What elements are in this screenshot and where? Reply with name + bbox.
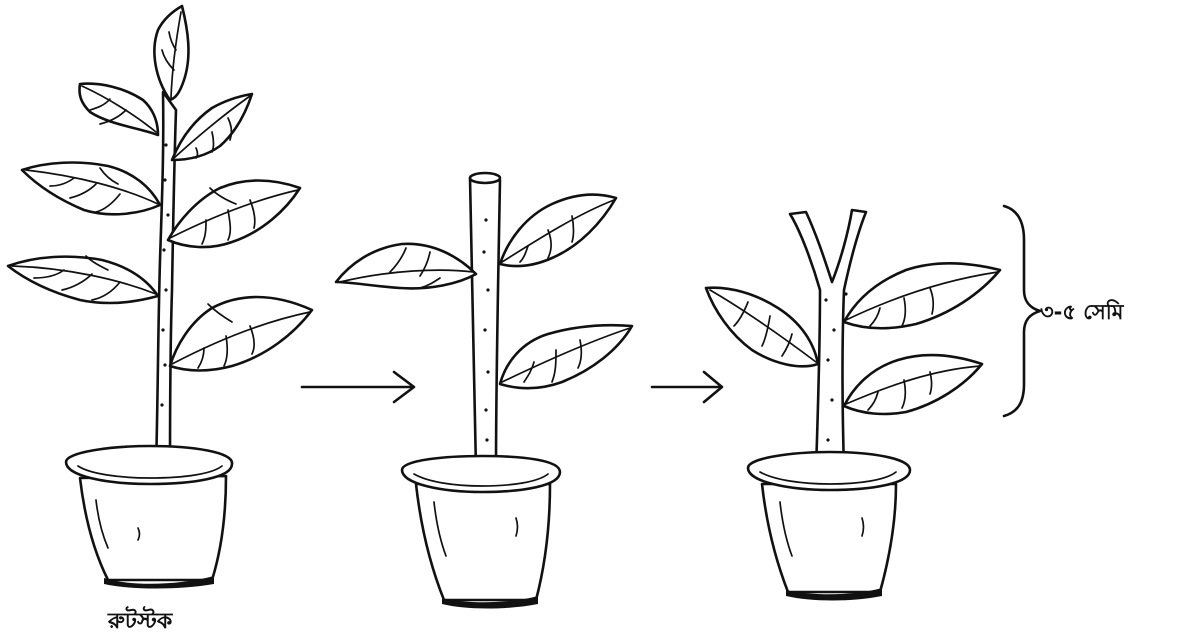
beheaded-rootstock (336, 173, 632, 609)
leaf-top (154, 6, 188, 100)
beheaded-stem (470, 178, 500, 470)
leaf-lower-right (170, 297, 312, 371)
pot-2 (402, 456, 560, 609)
leaf-left (336, 244, 476, 289)
rootstock-plant (8, 6, 312, 589)
leaf-mid-left (22, 163, 160, 215)
arrow-1 (302, 372, 414, 402)
height-range-label: ৩-৫ সেমি (1040, 296, 1123, 331)
leaf-upper-right (500, 195, 616, 266)
leaf-mid-right (168, 181, 300, 248)
rootstock-label: রুটস্টক (108, 604, 172, 641)
leaf-left (706, 288, 818, 367)
leaf-lower-right (500, 325, 632, 388)
pot-1 (66, 446, 232, 589)
pot-3 (748, 452, 910, 601)
leaf-upper-right (172, 94, 252, 160)
leaf-lower-right (844, 355, 982, 414)
leaf-upper-right (844, 263, 1000, 328)
arrow-2 (652, 372, 722, 402)
height-bracket (1004, 206, 1040, 416)
leaf-lower-left (8, 256, 158, 303)
cut-top (470, 173, 500, 183)
leaf-upper-left (79, 84, 158, 135)
rootstock-stem (156, 92, 176, 470)
split-rootstock (706, 206, 1040, 601)
